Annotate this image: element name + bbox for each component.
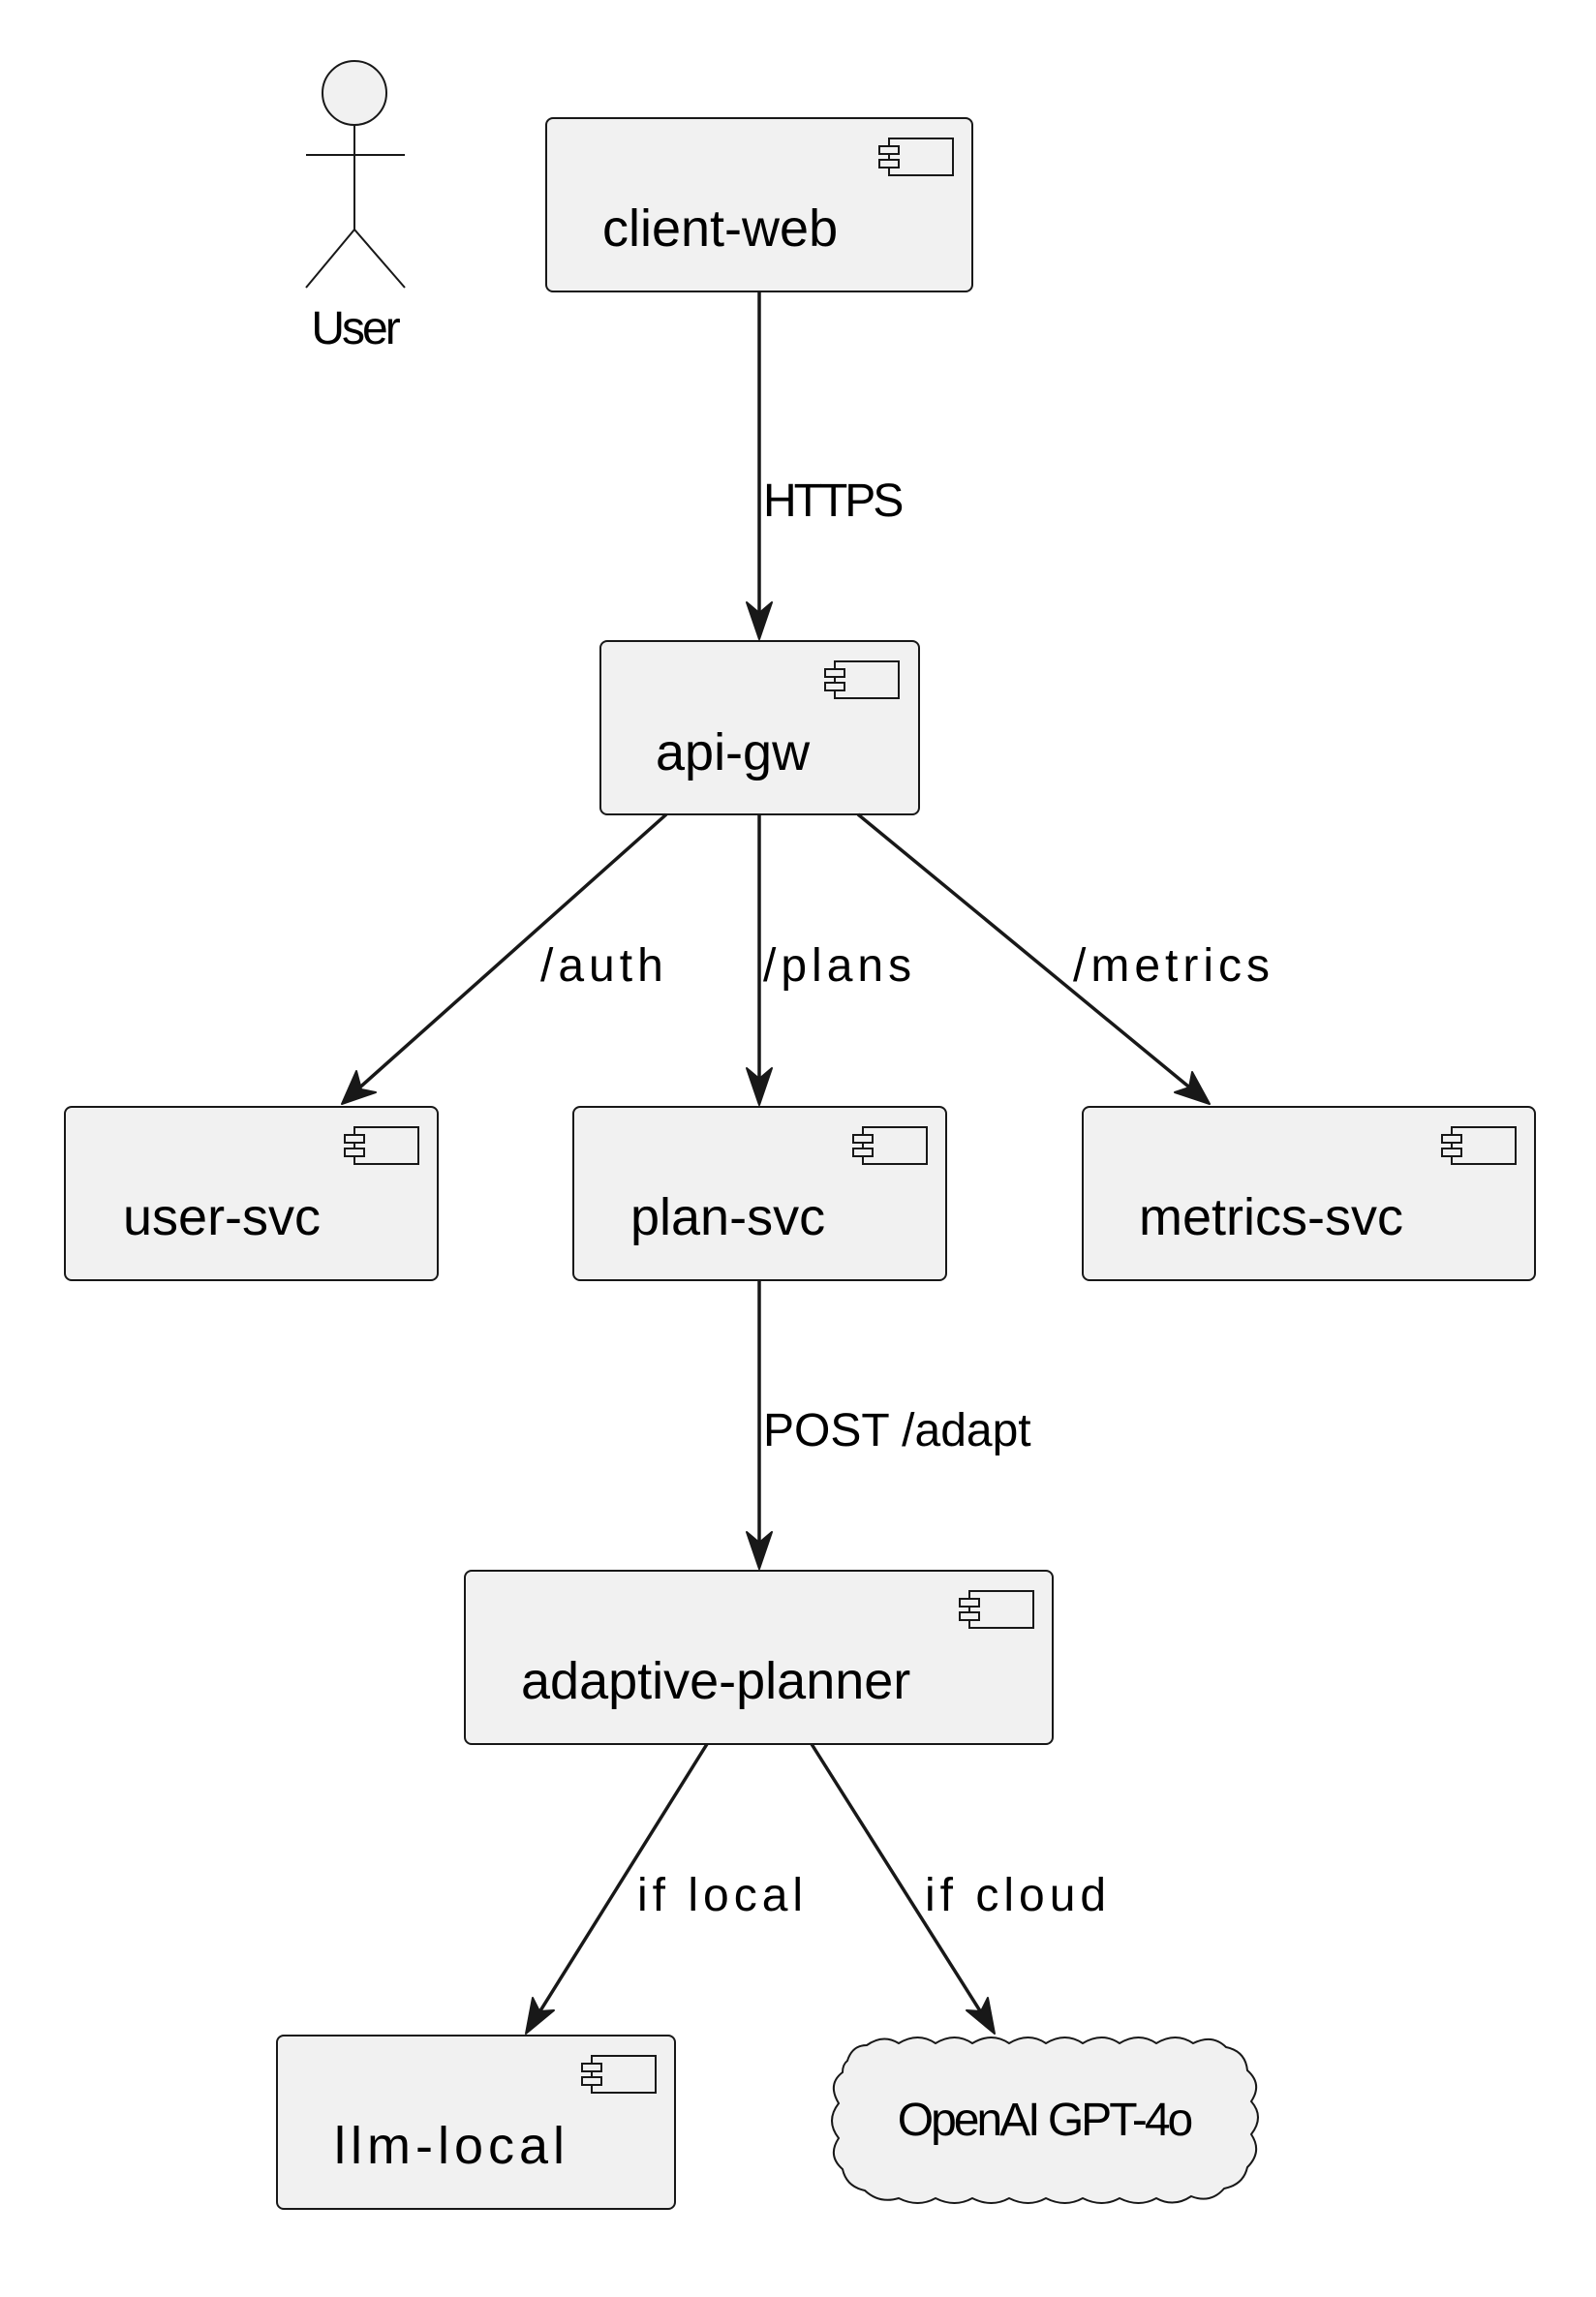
arrowhead-icon	[746, 601, 773, 640]
cloud-openai-gpt-4o: OpenAI GPT-4o	[831, 2037, 1259, 2204]
component-label: client-web	[602, 199, 838, 258]
edge-if-cloud: if cloud	[810, 1743, 1111, 2035]
component-label: plan-svc	[630, 1188, 825, 1246]
edge-plans: /plans	[746, 814, 916, 1106]
arrowhead-icon	[746, 1067, 773, 1106]
edge-https: HTTPS	[746, 291, 905, 640]
component-label: adaptive-planner	[521, 1652, 910, 1710]
component-icon	[1441, 1126, 1517, 1165]
component-icon	[878, 138, 954, 176]
arrowhead-icon	[966, 1997, 996, 2035]
edge-label: if cloud	[925, 1870, 1111, 1921]
component-label: api-gw	[656, 723, 811, 781]
component-icon	[581, 2055, 657, 2094]
component-plan-svc: plan-svc	[572, 1106, 947, 1281]
edge-label: /plans	[763, 940, 916, 992]
component-adaptive-planner: adaptive-planner	[464, 1570, 1054, 1745]
actor-label: User	[311, 303, 400, 354]
component-client-web: client-web	[545, 117, 973, 292]
component-icon	[852, 1126, 928, 1165]
component-label: metrics-svc	[1139, 1188, 1403, 1246]
component-icon	[824, 660, 900, 699]
component-metrics-svc: metrics-svc	[1082, 1106, 1536, 1281]
edge-post-adapt: POST /adapt	[746, 1280, 1031, 1570]
component-api-gw: api-gw	[599, 640, 920, 815]
arrowhead-icon	[1174, 1071, 1211, 1105]
component-label: llm-local	[334, 2117, 569, 2175]
edge-label: /auth	[540, 940, 668, 992]
edge-auth: /auth	[341, 812, 668, 1105]
component-user-svc: user-svc	[64, 1106, 439, 1281]
cloud-label: OpenAI GPT-4o	[898, 2095, 1192, 2146]
edge-metrics: /metrics	[856, 812, 1274, 1105]
edge-label: /metrics	[1073, 940, 1274, 992]
component-icon	[344, 1126, 419, 1165]
edge-if-local: if local	[525, 1743, 808, 2035]
edge-label: if local	[637, 1870, 808, 1921]
cloud-icon	[831, 2037, 1259, 2204]
user-actor: User	[305, 60, 406, 354]
component-icon	[959, 1590, 1034, 1629]
arrowhead-icon	[746, 1531, 773, 1570]
edge-label: POST /adapt	[763, 1405, 1031, 1456]
arrowhead-icon	[341, 1070, 377, 1105]
edge-label: HTTPS	[763, 475, 902, 527]
arrowhead-icon	[525, 1997, 555, 2035]
component-llm-local: llm-local	[276, 2035, 676, 2210]
component-label: user-svc	[123, 1188, 321, 1246]
actor-head-icon	[322, 60, 387, 126]
